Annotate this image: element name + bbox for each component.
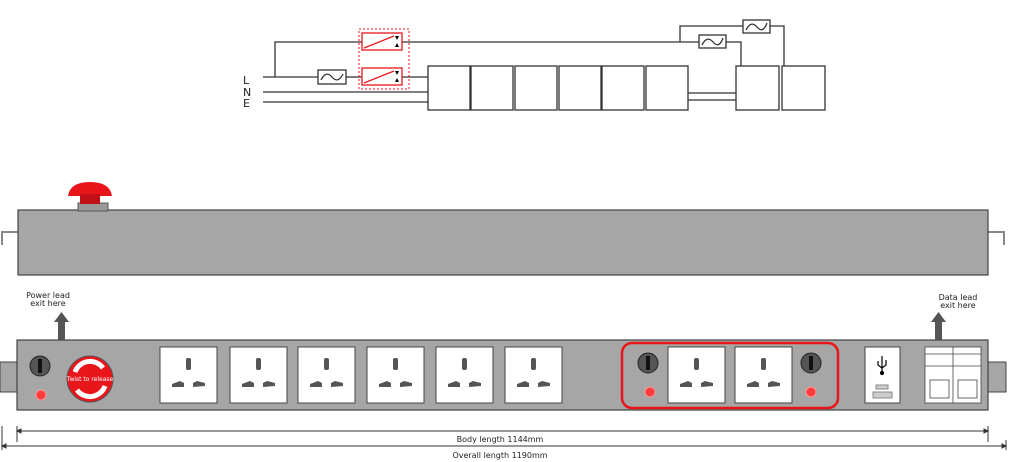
usb-port (872, 391, 893, 399)
surge-protection-group (358, 28, 410, 90)
universal-socket[interactable] (667, 346, 726, 404)
emergency-twist-button[interactable]: Twist to release (66, 355, 114, 403)
fuse-icon (698, 34, 727, 49)
universal-socket[interactable] (229, 346, 288, 404)
usb-charger-module[interactable] (864, 346, 901, 404)
dimension-lines (0, 426, 1008, 450)
data-lead-label: Data lead (939, 293, 978, 302)
rj45-port (929, 379, 950, 399)
usb-icon (877, 356, 887, 376)
front-panel: Power lead exit here Data lead exit here… (0, 291, 1007, 411)
emergency-stop-button[interactable] (68, 182, 112, 212)
socket-blocks (427, 65, 826, 111)
power-lead-arrow-icon (54, 312, 69, 340)
indicator-led (805, 386, 817, 398)
circuit-breaker-icon (637, 352, 659, 374)
body-length-label: Body length 1144mm (457, 435, 544, 444)
data-lead-arrow-icon (931, 312, 946, 340)
rj45-port (957, 379, 978, 399)
label-live: L (243, 74, 250, 87)
power-lead-label-2: exit here (30, 299, 66, 308)
universal-socket[interactable] (159, 346, 218, 404)
surge-protector-icon (361, 32, 403, 51)
circuit-breaker-icon (800, 352, 822, 374)
usb-port (875, 384, 889, 390)
indicator-led (35, 389, 47, 401)
label-neutral: N (243, 86, 251, 99)
universal-socket[interactable] (734, 346, 793, 404)
wiring-schematic: L N E (243, 19, 826, 111)
universal-socket[interactable] (366, 346, 425, 404)
surge-protector-icon (361, 67, 403, 86)
label-earth: E (243, 97, 250, 110)
circuit-breaker-icon (29, 355, 51, 377)
universal-socket[interactable] (504, 346, 563, 404)
fuse-icon (317, 69, 347, 85)
power-lead-label: Power lead (26, 291, 70, 300)
universal-socket[interactable] (435, 346, 494, 404)
twist-to-release-label: Twist to release (66, 376, 114, 383)
data-module[interactable] (924, 346, 982, 404)
overall-length-label: Overall length 1190mm (452, 451, 547, 460)
universal-socket[interactable] (297, 346, 356, 404)
fuse-icon (742, 19, 771, 34)
top-view (1, 182, 1005, 276)
data-lead-label-2: exit here (940, 301, 976, 310)
indicator-led (644, 386, 656, 398)
protected-socket-group (620, 341, 840, 410)
